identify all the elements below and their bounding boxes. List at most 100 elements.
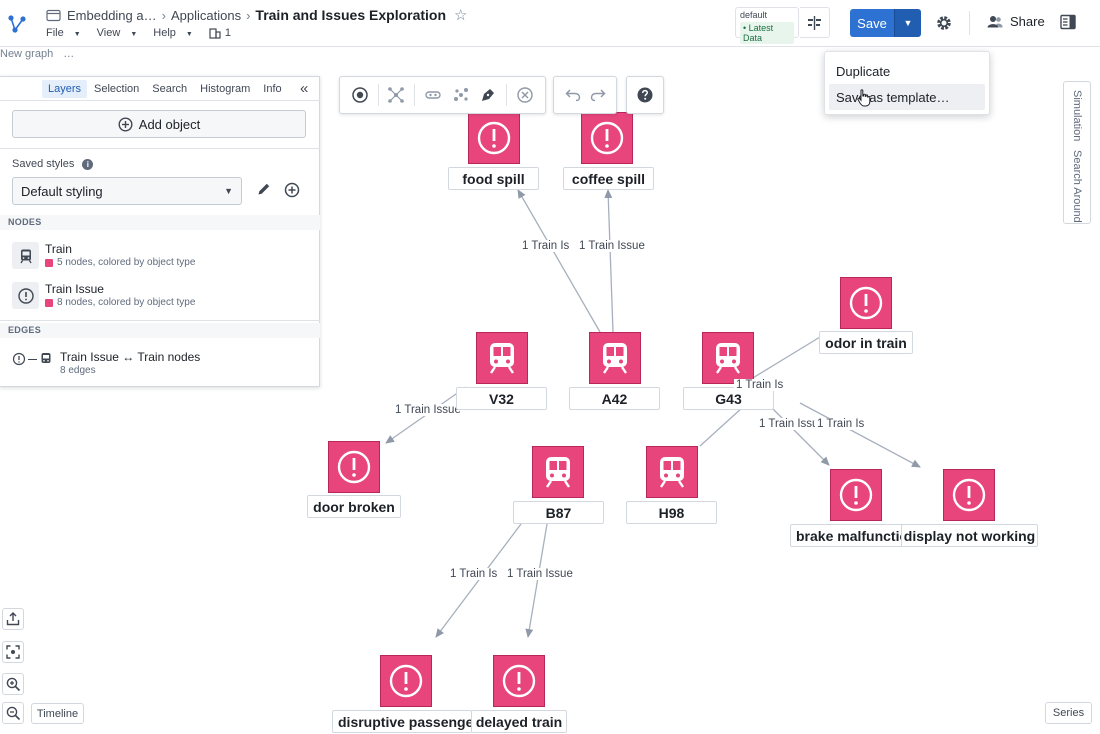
link-tool-icon[interactable] xyxy=(419,81,447,109)
history-toolbar xyxy=(553,76,617,114)
compare-button[interactable] xyxy=(800,7,830,38)
caret-down-icon: ▼ xyxy=(185,31,193,38)
node-label[interactable]: coffee spill xyxy=(563,167,654,190)
tab-search-around[interactable]: Search Around xyxy=(1071,150,1083,223)
edge-line xyxy=(766,402,830,466)
cluster-tool-icon[interactable] xyxy=(447,81,475,109)
caret-down-icon: ▼ xyxy=(224,186,233,196)
graph-tab-bar: New graph … xyxy=(0,48,74,60)
train-icon xyxy=(12,242,39,269)
node-label[interactable]: odor in train xyxy=(819,331,913,354)
info-icon[interactable]: i xyxy=(82,158,94,170)
edges-section-header: EDGES xyxy=(0,323,320,338)
node-label[interactable]: brake malfunction xyxy=(790,524,910,547)
tab-search[interactable]: Search xyxy=(152,83,188,95)
issue-node-odor-in-train[interactable] xyxy=(840,277,892,329)
tab-info[interactable]: Info xyxy=(263,83,282,95)
breadcrumb-item-folder[interactable]: Embedding a… xyxy=(67,7,157,23)
chevron-right-icon: › xyxy=(246,7,251,23)
issue-node-disruptive-passenger[interactable] xyxy=(380,655,432,707)
edge-label: 1 Train Is xyxy=(448,568,500,580)
node-label[interactable]: delayed train xyxy=(471,710,567,733)
divider xyxy=(0,100,320,101)
error-icon xyxy=(839,478,873,512)
branch-selector[interactable]: default • Latest Data xyxy=(735,7,799,44)
train-node-b87[interactable] xyxy=(532,446,584,498)
node-label[interactable]: B87 xyxy=(513,501,604,524)
node-label[interactable]: V32 xyxy=(456,387,547,410)
train-icon xyxy=(603,343,627,374)
select-tool-icon[interactable] xyxy=(346,81,374,109)
save-button[interactable]: Save xyxy=(850,9,894,37)
train-icon xyxy=(716,343,740,374)
train-node-a42[interactable] xyxy=(589,332,641,384)
pen-tool-icon[interactable] xyxy=(475,81,503,109)
edge-line xyxy=(799,402,921,468)
node-label[interactable]: disruptive passenger xyxy=(332,710,472,733)
saved-style-select[interactable]: Default styling ▼ xyxy=(12,177,242,205)
menu-view[interactable]: View▼ xyxy=(96,27,138,39)
issue-node-display-not-working[interactable] xyxy=(943,469,995,521)
zoom-out-icon[interactable] xyxy=(2,702,24,724)
edge-label: 1 Train Issue xyxy=(757,418,827,430)
save-options-button[interactable]: ▼ xyxy=(894,9,921,37)
menu-item-duplicate[interactable]: Duplicate xyxy=(836,63,891,79)
node-label[interactable]: display not working xyxy=(901,524,1038,547)
train-node-h98[interactable] xyxy=(646,446,698,498)
menu-item-save-as-template[interactable]: Save as template… xyxy=(829,84,985,110)
more-icon[interactable]: … xyxy=(63,48,75,60)
timeline-button[interactable]: Timeline xyxy=(31,703,84,724)
gear-icon[interactable] xyxy=(933,12,955,34)
edge-line xyxy=(699,406,744,447)
edge-row-train-issue-train[interactable]: Train Issue ↔ Train nodes 8 edges xyxy=(12,350,312,380)
export-icon[interactable] xyxy=(2,608,24,630)
train-node-g43[interactable] xyxy=(702,332,754,384)
error-icon xyxy=(952,478,986,512)
graph-tab[interactable]: New graph xyxy=(0,48,54,60)
tab-layers[interactable]: Layers xyxy=(42,80,88,98)
layout-tool-icon[interactable] xyxy=(383,81,411,109)
menu-help[interactable]: Help▼ xyxy=(153,27,193,39)
menu-bar: File▼ View▼ Help▼ 1 xyxy=(46,27,247,39)
page-title[interactable]: Train and Issues Exploration xyxy=(255,7,447,23)
redo-icon[interactable] xyxy=(585,81,610,109)
share-button[interactable]: Share xyxy=(987,14,1045,29)
layer-row-train[interactable]: Train 5 nodes, colored by object type xyxy=(12,240,312,272)
issue-node-door-broken[interactable] xyxy=(328,441,380,493)
series-button[interactable]: Series xyxy=(1045,702,1092,724)
app-logo-icon[interactable] xyxy=(0,0,33,47)
layer-row-train-issue[interactable]: Train Issue 8 nodes, colored by object t… xyxy=(12,280,312,312)
people-icon xyxy=(987,16,1003,28)
fit-to-screen-icon[interactable] xyxy=(2,641,24,663)
issue-node-food-spill[interactable] xyxy=(468,112,520,164)
menu-file[interactable]: File▼ xyxy=(46,27,81,39)
edit-icon[interactable] xyxy=(257,182,271,199)
double-chevron-left-icon[interactable]: « xyxy=(300,80,309,97)
help-icon[interactable] xyxy=(631,81,659,109)
node-label[interactable]: A42 xyxy=(569,387,660,410)
issue-node-brake-malfunction[interactable] xyxy=(830,469,882,521)
zoom-in-icon[interactable] xyxy=(2,673,24,695)
add-style-icon[interactable] xyxy=(284,182,300,201)
node-label[interactable]: H98 xyxy=(626,501,717,524)
train-node-v32[interactable] xyxy=(476,332,528,384)
node-label[interactable]: door broken xyxy=(307,495,401,518)
issue-node-delayed-train[interactable] xyxy=(493,655,545,707)
node-label[interactable]: food spill xyxy=(448,167,539,190)
divider xyxy=(506,84,508,106)
breadcrumb-item-applications[interactable]: Applications xyxy=(170,7,242,23)
nodes-section-header: NODES xyxy=(0,215,320,230)
remove-tool-icon[interactable] xyxy=(511,81,539,109)
panel-toggle-icon[interactable] xyxy=(1060,14,1078,32)
tab-histogram[interactable]: Histogram xyxy=(200,83,251,95)
node-label[interactable]: G43 xyxy=(683,387,774,410)
add-object-button[interactable]: Add object xyxy=(12,110,306,138)
edge-label: 1 Train Is xyxy=(520,240,572,252)
star-icon[interactable]: ☆ xyxy=(454,7,468,24)
issue-node-coffee-spill[interactable] xyxy=(581,112,633,164)
object-count[interactable]: 1 xyxy=(209,27,239,39)
tab-selection[interactable]: Selection xyxy=(94,83,140,95)
undo-icon[interactable] xyxy=(560,81,585,109)
tab-simulation[interactable]: Simulation xyxy=(1071,90,1083,142)
